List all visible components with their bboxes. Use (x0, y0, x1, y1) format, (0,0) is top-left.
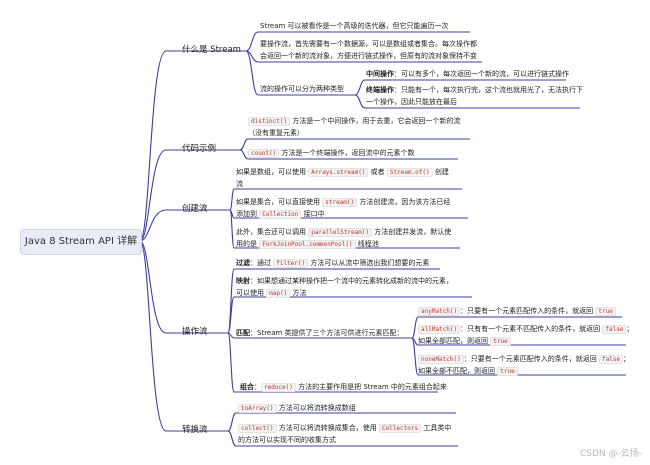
collect-node-b: 的方法可以实现不同的收集方式 (238, 436, 336, 444)
distinct-node-b: （没有重复元素） (248, 129, 304, 137)
match-node: 匹配：Stream 类提供了三个方法可供进行元素匹配： (236, 329, 404, 337)
create-parallel-node-b: 用的是 ForkJoinPool.commonPool() 线程池 (236, 240, 379, 249)
nonematch-node-b: 如果全部不匹配，则返回 true (418, 365, 518, 378)
what-node-types: 流的操作可以分为两种类型 (260, 85, 344, 93)
create-array-node-b: 流 (236, 180, 243, 188)
branch-convert-stream: 转换流 (182, 425, 208, 435)
what-node-source-b: 会返回一个新的流对象，方便进行链式操作，但原有的流对象保持不变 (260, 52, 477, 60)
root-topic: Java 8 Stream API 详解 (20, 229, 142, 255)
create-parallel-node: 此外，集合还可以调用 parallelStream() 方法创建并发流，默认使 (236, 228, 452, 237)
terminal-op-node-b: 一个操作，因此只能放在最后 (366, 98, 457, 106)
what-node-iterator: Stream 可以被看作是一个高级的迭代器，但它只能遍历一次 (260, 22, 449, 30)
toarray-node: toArray() 方法可以将流转换成数组 (238, 402, 356, 415)
anymatch-node: anyMatch()：只要有一个元素匹配传入的条件，就返回 true (418, 305, 616, 318)
reduce-node: 组合：reduce() 方法的主要作用是把 Stream 中的元素组合起来 (240, 383, 447, 392)
distinct-node: distinct() 方法是一个中间操作，用于去重，它会返回一个新的流 (248, 115, 460, 128)
allmatch-node: allMatch()：只有有一个元素不匹配传入的条件，就返回 false； (418, 323, 633, 336)
terminal-op-node: 终端操作：只能有一个，每次执行完，这个流也就用光了，无法执行下 (366, 86, 583, 94)
nonematch-node: noneMatch()：只要有一个元素匹配传入的条件，就返回 false； (418, 353, 630, 366)
map-node-b: 可以使用 map() 方法 (236, 289, 307, 298)
collect-node: collect() 方法可以将流转换成集合，使用 Collectors 工具类中 (238, 422, 451, 435)
branch-operate-stream: 操作流 (182, 327, 208, 337)
create-collection-node-b: 添加到 Collection 接口中 (236, 210, 325, 219)
intermediate-op-node: 中间操作：可以有多个，每次返回一个新的流，可以进行链式操作 (366, 70, 569, 78)
count-node: count() 方法是一个终端操作，返回流中的元素个数 (248, 147, 415, 160)
create-array-node: 如果是数组，可以使用 Arrays.stream() 或者 Stream.of(… (236, 168, 449, 177)
filter-node: 过滤：通过 filter() 方法可以从流中筛选出我们想要的元素 (236, 259, 430, 268)
watermark: CSDN @-云扬- (579, 449, 642, 459)
branch-create-stream: 创建流 (182, 204, 208, 214)
branch-code-example: 代码示例 (182, 144, 217, 154)
what-node-source-a: 要操作流，首先需要有一个数据源，可以是数组或者集合。每次操作都 (260, 40, 477, 48)
map-node: 映射：如果想通过某种操作把一个流中的元素转化成新的流中的元素， (236, 277, 453, 285)
allmatch-node-b: 如果全部匹配，则返回 true (418, 335, 511, 348)
branch-what-is-stream: 什么是 Stream (182, 45, 241, 55)
create-collection-node: 如果是集合，可以直接使用 stream() 方法创建流，因为该方法已经 (236, 198, 451, 207)
